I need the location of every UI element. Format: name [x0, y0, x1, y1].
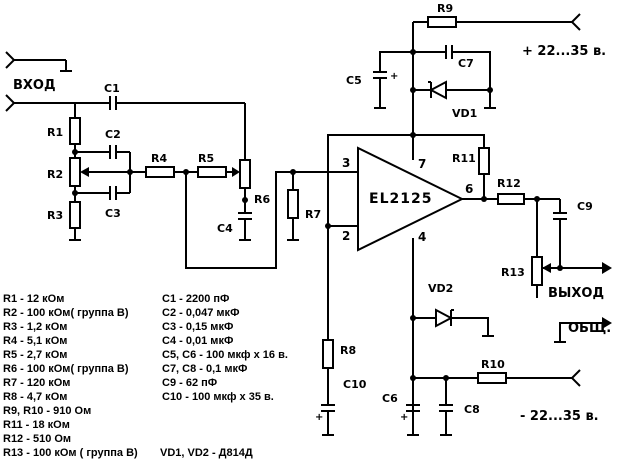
- opamp-el2125: [357, 146, 465, 252]
- r12-label: R12: [497, 177, 521, 190]
- resistor-r8: [322, 339, 334, 369]
- resistor-r12: [497, 193, 525, 205]
- bom-item: R5 - 2,7 кОм: [3, 349, 68, 361]
- bom-item: R2 - 100 кОм( группа В): [3, 307, 129, 319]
- resistor-list: R1 - 12 кОм R2 - 100 кОм( группа В) R3 -…: [3, 292, 138, 460]
- resistor-r7: [287, 189, 299, 219]
- vd2-label: VD2: [428, 282, 453, 295]
- resistor-r10: [477, 372, 507, 384]
- r6-wiper-arrow: [232, 167, 240, 177]
- resistor-r11: [478, 147, 490, 175]
- c4-label: C4: [217, 222, 233, 235]
- r1-label: R1: [47, 126, 63, 139]
- resistor-r2: [69, 157, 81, 187]
- r6-label: R6: [254, 193, 270, 206]
- resistor-r13: [531, 256, 543, 286]
- resistor-r4: [145, 166, 175, 178]
- c1-label: C1: [104, 82, 120, 95]
- c3-label: C3: [105, 207, 121, 220]
- c9-label: C9: [577, 200, 593, 213]
- r10-label: R10: [481, 358, 505, 371]
- capacitor-c1: [109, 96, 246, 160]
- bom-item: C10 - 100 мкф х 35 в.: [162, 391, 274, 403]
- c5-plus: +: [390, 71, 398, 82]
- c8-label: C8: [464, 403, 480, 416]
- bom-item: C5, C6 - 100 мкф х 16 в.: [162, 349, 288, 361]
- capacitor-list: C1 - 2200 пФ C2 - 0,047 мкФ C3 - 0,15 мк…: [162, 292, 288, 404]
- bom-item: C4 - 0,01 мкФ: [162, 335, 234, 347]
- bom-item: C2 - 0,047 мкФ: [162, 307, 240, 319]
- common-wire: [559, 322, 604, 342]
- resistor-r6: [239, 159, 251, 189]
- bom-item: R4 - 5,1 кОм: [3, 335, 68, 347]
- r9-label: R9: [437, 2, 453, 15]
- zener-vd1: [413, 80, 490, 100]
- bom-item: C1 - 2200 пФ: [162, 293, 230, 305]
- pin-7-label: 7: [418, 157, 426, 171]
- r13-label: R13: [501, 266, 525, 279]
- bom-item: R12 - 510 Ом: [3, 433, 72, 445]
- c10-label: C10: [343, 378, 367, 391]
- feedback-r11-wire: [327, 134, 485, 226]
- bom-item: R8 - 4,7 кОм: [3, 391, 68, 403]
- pin-2-label: 2: [342, 229, 350, 243]
- resistor-r5: [197, 166, 227, 178]
- output-arrow: [602, 262, 612, 274]
- bom-item: R13 - 100 кОм ( группа В): [3, 447, 138, 459]
- feedback-wire: [185, 171, 358, 269]
- bom-item: R11 - 18 кОм: [3, 419, 70, 431]
- output-label: ВЫХОД: [548, 286, 604, 301]
- r2-label: R2: [47, 168, 63, 181]
- input-signal-wire: [5, 94, 110, 118]
- capacitor-c3: [75, 172, 131, 200]
- bom-item: R7 - 120 кОм: [3, 377, 71, 389]
- capacitor-c2: [75, 145, 131, 172]
- negative-supply-terminal: [570, 369, 581, 387]
- r4-label: R4: [151, 152, 167, 165]
- bom-item: R6 - 100 кОм( группа В): [3, 363, 129, 375]
- bom-item: C3 - 0,15 мкФ: [162, 321, 234, 333]
- r11-label: R11: [452, 152, 476, 165]
- resistor-r9: [427, 16, 457, 28]
- supply-pos-label: + 22...35 в.: [522, 44, 606, 59]
- input-label: ВХОД: [13, 78, 56, 93]
- capacitor-c4: [238, 212, 252, 240]
- c10-plus: +: [315, 412, 323, 423]
- capacitor-c9: [553, 199, 567, 268]
- r8-label: R8: [340, 344, 356, 357]
- r7-label: R7: [305, 208, 321, 221]
- resistor-r1: [69, 117, 81, 145]
- common-label: ОБЩ.: [568, 321, 611, 336]
- c6-plus: +: [400, 412, 408, 423]
- positive-supply-terminal: [570, 13, 581, 31]
- pin-3-label: 3: [342, 156, 350, 170]
- pin-4-label: 4: [418, 230, 426, 244]
- zener-vd2: [413, 308, 494, 337]
- pin-6-label: 6: [465, 182, 473, 196]
- diode-list: VD1, VD2 - Д814Д: [160, 447, 253, 459]
- vd1-label: VD1: [452, 107, 477, 120]
- bom-item: R9, R10 - 910 Ом: [3, 405, 92, 417]
- c5-label: C5: [346, 74, 362, 87]
- bom-item: C9 - 62 пФ: [162, 377, 218, 389]
- input-ground-terminal: [5, 51, 72, 72]
- r5-label: R5: [198, 152, 214, 165]
- resistor-r3: [69, 201, 81, 229]
- c6-label: C6: [382, 392, 398, 405]
- common-arrow: [602, 317, 612, 329]
- bom-item: R1 - 12 кОм: [3, 293, 65, 305]
- r3-label: R3: [47, 209, 63, 222]
- bom-item: C7, C8 - 0,1 мкФ: [162, 363, 248, 375]
- chip-label: EL2125: [369, 191, 432, 207]
- supply-neg-label: - 22...35 в.: [520, 409, 599, 424]
- r2-wiper: [80, 167, 130, 177]
- bom-item: R3 - 1,2 кОм: [3, 321, 68, 333]
- c7-label: C7: [458, 57, 474, 70]
- c2-label: C2: [105, 128, 121, 141]
